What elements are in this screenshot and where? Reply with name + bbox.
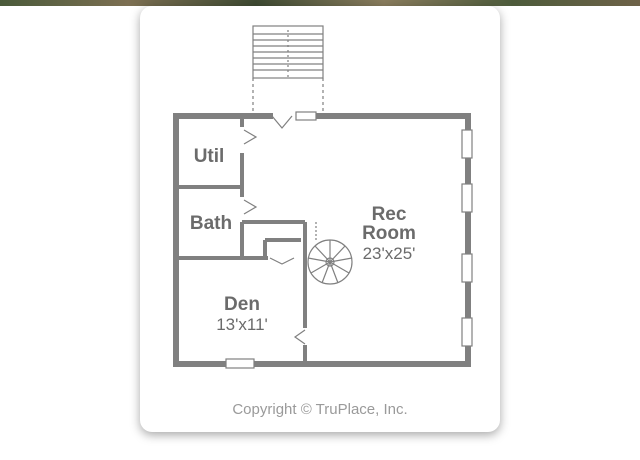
room-label-bath: Bath	[190, 213, 232, 234]
room-label-rec-line2: Room	[362, 223, 416, 244]
room-dims-den: 13'x11'	[216, 315, 268, 334]
windows	[225, 111, 473, 369]
room-label-util: Util	[194, 146, 225, 167]
room-dims-rec: 23'x25'	[363, 244, 416, 263]
stairs	[252, 25, 324, 116]
interior-walls	[176, 116, 307, 364]
door-swings	[243, 115, 317, 345]
room-label-den: Den	[224, 294, 260, 315]
copyright-notice: Copyright © TruPlace, Inc.	[232, 401, 408, 418]
room-label-rec-line1: Rec	[372, 204, 407, 225]
spiral-staircase	[307, 239, 353, 285]
background-photo-strip	[0, 0, 640, 6]
